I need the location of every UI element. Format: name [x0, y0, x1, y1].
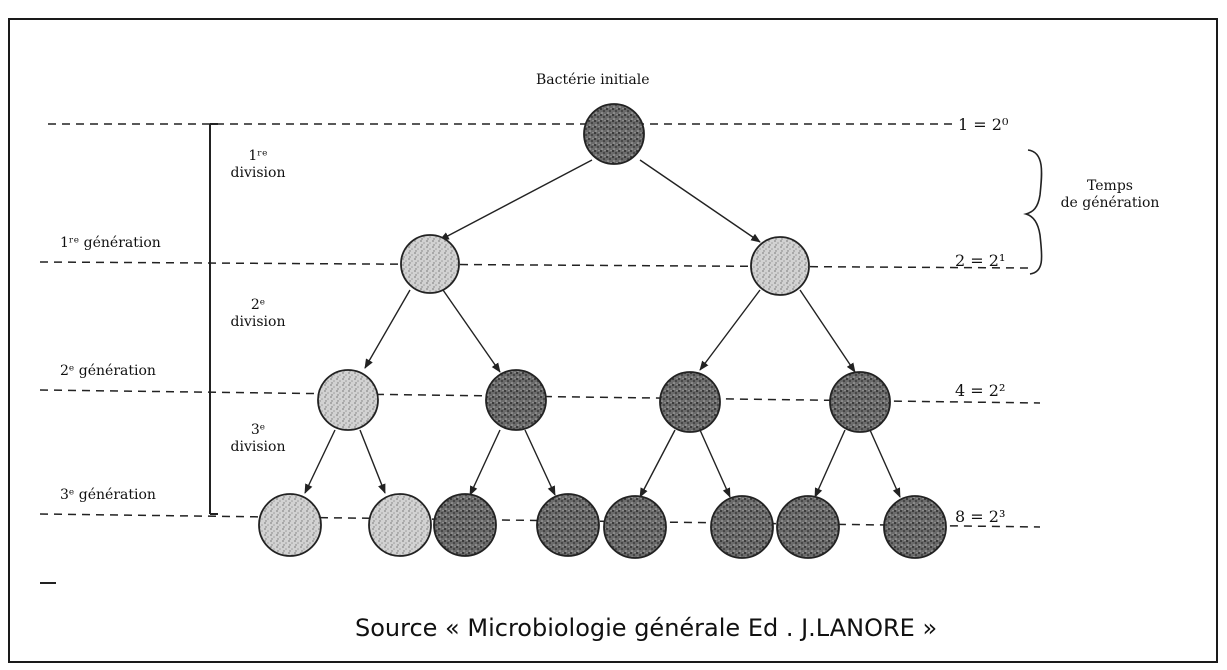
bacteria-cell	[368, 493, 432, 557]
bacteria-cell	[776, 495, 840, 559]
arrow	[439, 159, 593, 241]
generation-lines	[39, 123, 1041, 528]
generation-time-label: Temps de génération	[1050, 178, 1170, 212]
bacteria-cell	[258, 493, 322, 557]
bacteria-cell	[710, 495, 774, 559]
bacteria-cell	[750, 236, 810, 296]
division-number: 3ᵉ	[250, 422, 266, 438]
division-word: division	[230, 165, 286, 181]
arrow	[359, 429, 386, 494]
bacteria-cell	[659, 371, 721, 433]
population-count-1: 2 = 2¹	[955, 251, 1006, 270]
generation-time-brace	[1023, 149, 1043, 275]
division-label-2: 2ᵉ division	[222, 297, 294, 331]
arrow	[869, 429, 901, 498]
diagram-frame	[8, 18, 1218, 663]
bacteria-cell	[433, 493, 497, 557]
arrow	[699, 429, 731, 498]
population-count-3: 8 = 2³	[955, 507, 1006, 526]
bacteria-cell-initial	[583, 103, 645, 165]
arrow	[799, 289, 856, 373]
initial-bacteria-label: Bactérie initiale	[536, 72, 650, 88]
division-word: division	[230, 314, 286, 330]
source-caption: Source « Microbiologie générale Ed . J.L…	[355, 614, 938, 642]
division-word: division	[230, 439, 286, 455]
generation-label-1: 1ʳᵉ génération	[60, 235, 161, 251]
arrow	[639, 429, 676, 498]
bacteria-cell	[829, 371, 891, 433]
population-count-0: 1 = 2⁰	[958, 115, 1009, 134]
bacteria-cell	[485, 369, 547, 431]
bacteria-cells	[258, 103, 947, 559]
division-number: 1ʳᵉ	[248, 148, 268, 164]
arrow	[814, 429, 846, 498]
division-number: 2ᵉ	[250, 297, 266, 313]
division-arrows	[304, 159, 901, 498]
generation-label-2: 2ᵉ génération	[60, 363, 156, 379]
arrow	[304, 429, 336, 494]
division-label-3: 3ᵉ division	[222, 422, 294, 456]
bacteria-cell	[536, 493, 600, 557]
margin-dash	[40, 582, 56, 584]
arrow	[364, 289, 411, 369]
arrow	[469, 429, 501, 496]
generation-time-line2: de génération	[1060, 195, 1160, 211]
bacteria-cell	[603, 495, 667, 559]
bacteria-cell	[317, 369, 379, 431]
generation-time-line1: Temps	[1087, 178, 1133, 194]
generation-line-1	[39, 261, 1031, 269]
arrow	[639, 159, 761, 243]
bacteria-cell	[400, 234, 460, 294]
generation-label-3: 3ᵉ génération	[60, 487, 156, 503]
arrow	[524, 429, 556, 496]
division-label-1: 1ʳᵉ division	[222, 148, 294, 182]
generation-line-3	[39, 513, 1041, 528]
arrow	[442, 289, 501, 373]
population-count-2: 4 = 2²	[955, 381, 1006, 400]
arrow	[699, 289, 761, 371]
bacteria-cell	[883, 495, 947, 559]
